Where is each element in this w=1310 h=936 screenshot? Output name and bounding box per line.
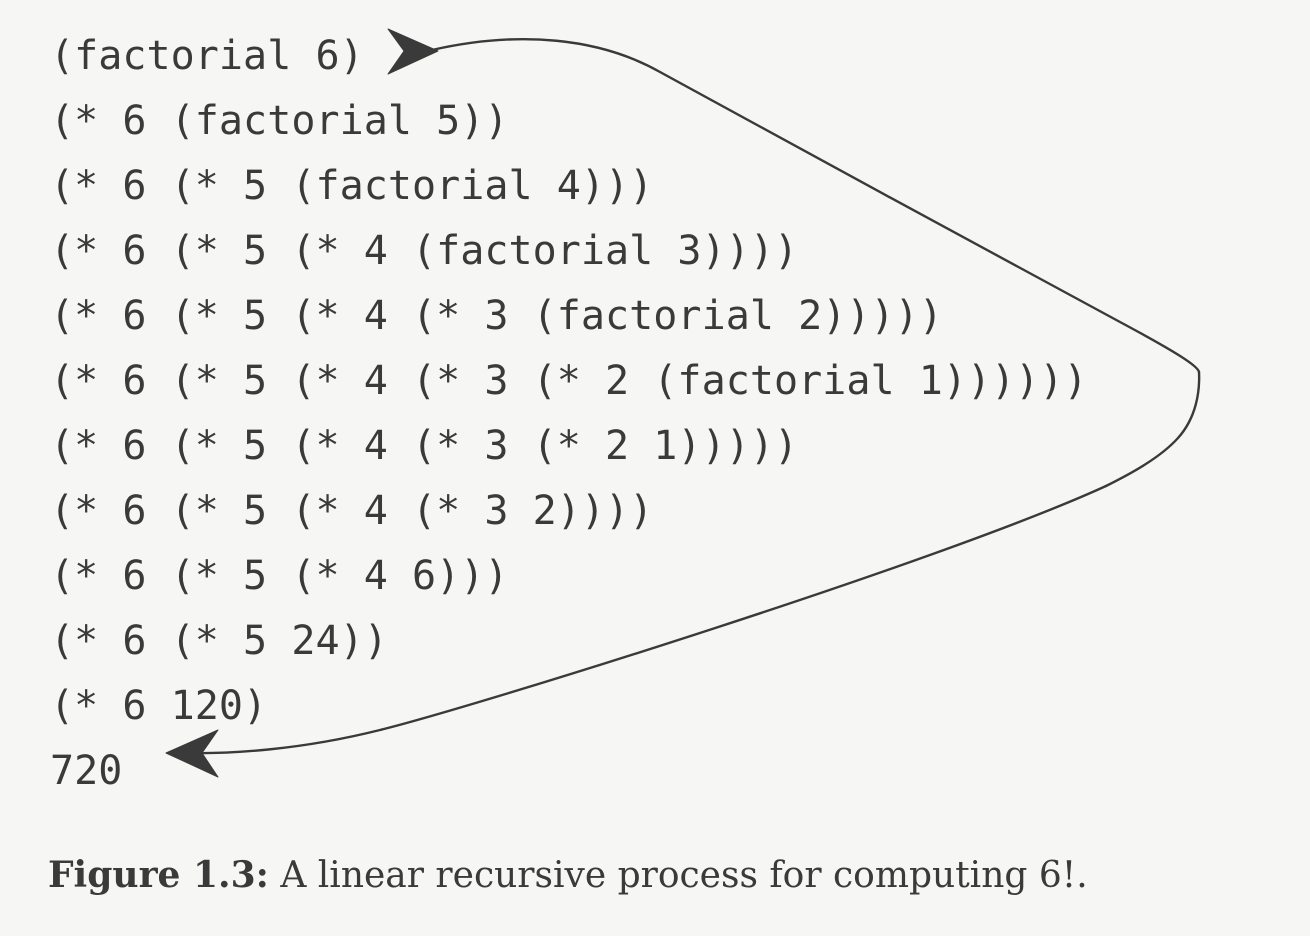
figure-caption-label: Figure 1.3: bbox=[48, 854, 269, 896]
trace-line: (* 6 (* 5 (* 4 (* 3 (factorial 2))))) bbox=[50, 293, 943, 339]
trace-line: (* 6 (* 5 24)) bbox=[50, 618, 388, 664]
trace-line: (* 6 (* 5 (factorial 4))) bbox=[50, 163, 654, 209]
figure-caption: Figure 1.3: A linear recursive process f… bbox=[48, 852, 1298, 899]
trace-line: (* 6 (* 5 (* 4 (factorial 3)))) bbox=[50, 228, 799, 274]
trace-line: (* 6 120) bbox=[50, 683, 268, 729]
trace-line: (* 6 (* 5 (* 4 6))) bbox=[50, 553, 509, 599]
trace-line: (* 6 (* 5 (* 4 (* 3 (* 2 1))))) bbox=[50, 423, 799, 469]
trace-line: 720 bbox=[50, 748, 123, 794]
figure-caption-text: A linear recursive process for computing… bbox=[268, 855, 1088, 896]
trace-line: (factorial 6) bbox=[50, 33, 364, 79]
recursion-trace-block: (factorial 6) (* 6 (factorial 5)) (* 6 (… bbox=[50, 24, 1230, 804]
trace-line: (* 6 (* 5 (* 4 (* 3 (* 2 (factorial 1)))… bbox=[50, 358, 1088, 404]
trace-line: (* 6 (factorial 5)) bbox=[50, 98, 509, 144]
trace-line: (* 6 (* 5 (* 4 (* 3 2)))) bbox=[50, 488, 654, 534]
